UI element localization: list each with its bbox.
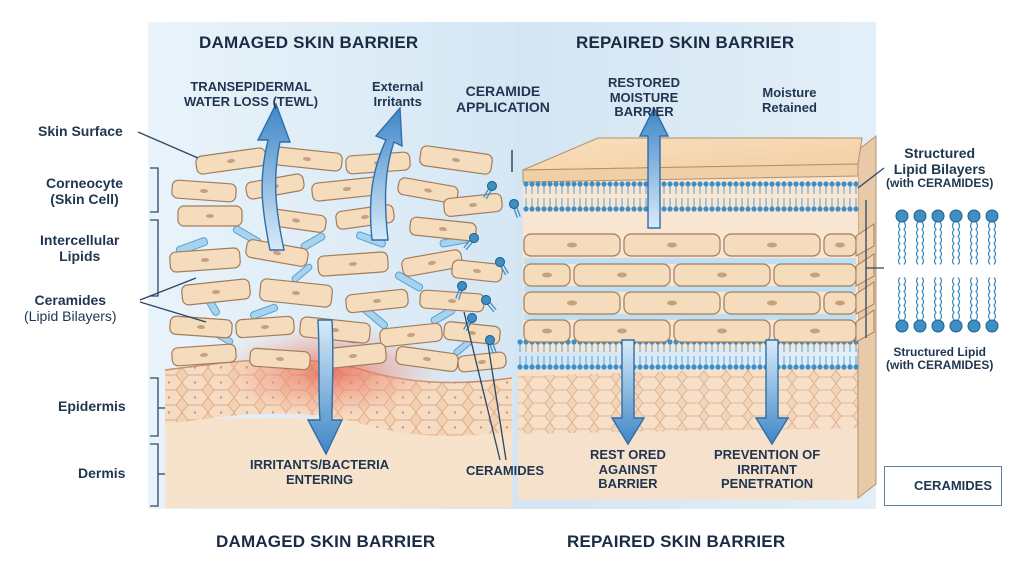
label-skin-surface: Skin Surface — [38, 123, 123, 139]
label-restored-against-barrier: REST ORED AGAINST BARRIER — [590, 447, 666, 492]
label-restored-moisture-barrier: RESTORED MOISTURE BARRIER — [608, 75, 680, 120]
label-ceramides: Ceramides (Lipid Bilayers) — [24, 292, 117, 324]
label-dermis: Dermis — [78, 465, 126, 481]
label-ceramide-application: CERAMIDE APPLICATION — [456, 83, 550, 115]
legend-box — [884, 466, 1002, 506]
label-external-irritants: External Irritants — [372, 79, 424, 109]
repaired-title-bottom: REPAIRED SKIN BARRIER — [567, 532, 786, 551]
label-tewl: TRANSEPIDERMAL WATER LOSS (TEWL) — [184, 79, 319, 109]
repaired-title-top: REPAIRED SKIN BARRIER — [576, 33, 795, 52]
label-irritants-entering: IRRITANTS/BACTERIA ENTERING — [250, 457, 390, 487]
label-structured-lipid-bilayers: Structured Lipid Bilayers (with CERAMIDE… — [886, 145, 994, 191]
damaged-title-top: DAMAGED SKIN BARRIER — [199, 33, 419, 52]
label-structured-lipid: Structured Lipid (with CERAMIDES) — [886, 345, 994, 373]
legend-label: CERAMIDES — [914, 478, 993, 493]
label-prevention-of-irritant-penetration: PREVENTION OF IRRITANT PENETRATION — [714, 447, 821, 492]
damaged-title-bottom: DAMAGED SKIN BARRIER — [216, 532, 436, 551]
label-moisture-retained: Moisture Retained — [762, 85, 817, 115]
label-ceramides-middle: CERAMIDES — [466, 463, 545, 478]
label-epidermis: Epidermis — [58, 398, 126, 414]
label-intercellular-lipids: Intercellular Lipids — [40, 232, 120, 264]
label-corneocyte: Corneocyte (Skin Cell) — [46, 175, 124, 207]
